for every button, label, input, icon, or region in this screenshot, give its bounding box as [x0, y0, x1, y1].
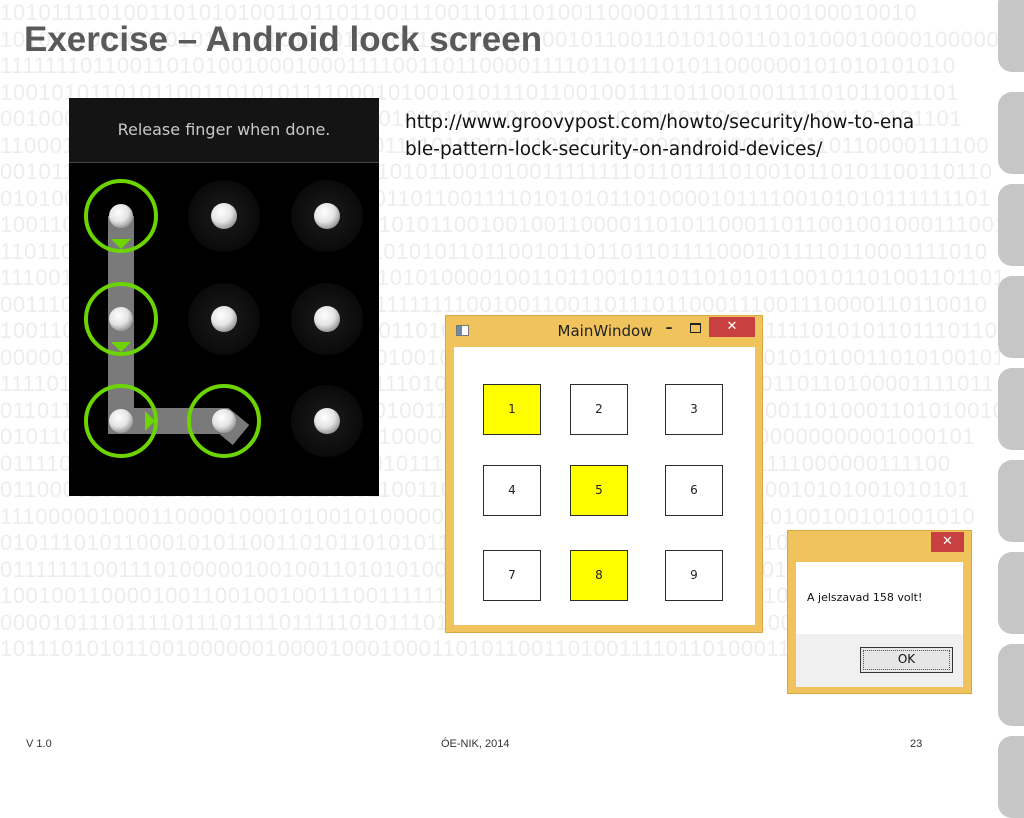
close-icon: ✕ [726, 319, 738, 334]
selected-ring [84, 179, 158, 253]
selected-ring [84, 282, 158, 356]
footer-version: V 1.0 [26, 738, 52, 750]
android-instruction: Release finger when done. [69, 98, 379, 163]
minimize-icon: – [665, 320, 673, 336]
pattern-dot-5[interactable] [211, 306, 237, 332]
message-box: ✕ A jelszavad 158 volt! OK [787, 530, 972, 694]
grid-cell-8[interactable]: 8 [570, 550, 628, 601]
grid-cell-5[interactable]: 5 [570, 465, 628, 516]
grid-cell-9[interactable]: 9 [665, 550, 723, 601]
pattern-dot-4[interactable] [109, 307, 133, 331]
pattern-dot-2[interactable] [211, 203, 237, 229]
pattern-dot-7[interactable] [109, 409, 133, 433]
selected-ring [187, 384, 261, 458]
slide-title: Exercise – Android lock screen [24, 20, 543, 59]
close-icon: ✕ [942, 534, 953, 549]
maximize-button[interactable] [682, 318, 708, 338]
page-number: 23 [910, 738, 923, 750]
android-pattern-screen: Release finger when done. [69, 98, 379, 496]
msgbox-close-button[interactable]: ✕ [931, 532, 964, 552]
ok-button[interactable]: OK [860, 647, 953, 673]
msgbox-body: A jelszavad 158 volt! OK [796, 562, 963, 687]
selected-ring [84, 384, 158, 458]
arrow-down-icon [111, 239, 131, 249]
grid-cell-4[interactable]: 4 [483, 465, 541, 516]
pattern-dot-6[interactable] [314, 306, 340, 332]
close-button[interactable]: ✕ [709, 317, 755, 337]
msgbox-text: A jelszavad 158 volt! [807, 591, 923, 604]
minimize-button[interactable]: – [656, 318, 682, 338]
right-edge-decoration [998, 0, 1024, 818]
window-icon [456, 325, 469, 336]
window-title: MainWindow [557, 322, 653, 340]
footer-institution: ÓE-NIK, 2014 [441, 738, 510, 750]
arrow-down-icon [111, 342, 131, 352]
arrow-right-icon [145, 411, 155, 431]
pattern-dot-8[interactable] [212, 409, 236, 433]
grid-cell-7[interactable]: 7 [483, 550, 541, 601]
grid-cell-2[interactable]: 2 [570, 384, 628, 435]
grid-cell-1[interactable]: 1 [483, 384, 541, 435]
grid-cell-3[interactable]: 3 [665, 384, 723, 435]
reference-url[interactable]: http://www.groovypost.com/howto/security… [405, 112, 915, 160]
window-client-area: 1 2 3 4 5 6 7 8 9 [454, 347, 755, 625]
pattern-dot-3[interactable] [314, 203, 340, 229]
pattern-dot-1[interactable] [109, 204, 133, 228]
main-window: MainWindow – ✕ 1 2 3 4 5 6 7 8 9 [445, 315, 763, 633]
pattern-dot-9[interactable] [314, 408, 340, 434]
pattern-grid [84, 179, 363, 458]
grid-cell-6[interactable]: 6 [665, 465, 723, 516]
